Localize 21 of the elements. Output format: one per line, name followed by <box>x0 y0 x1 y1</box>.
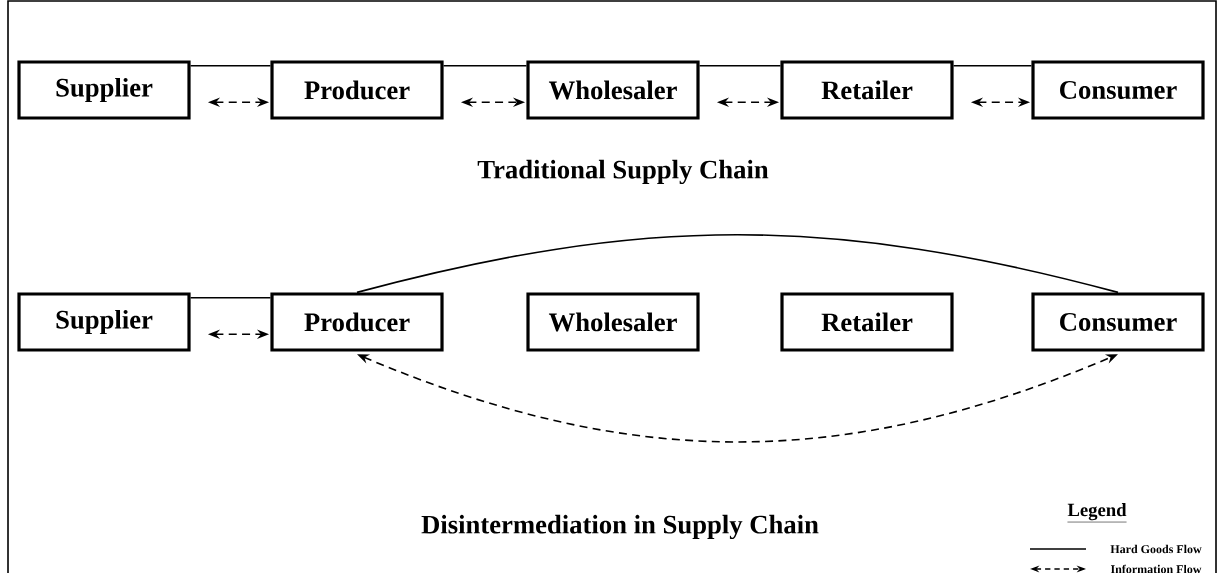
process-box: Consumer <box>1031 292 1205 352</box>
flow-line <box>356 234 1119 294</box>
caption-text: Disintermediation in Supply Chain <box>421 514 819 540</box>
flow-line <box>189 64 272 67</box>
process-box: Consumer <box>1031 60 1205 120</box>
process-box: Retailer <box>780 292 954 352</box>
caption-text: Traditional Supply Chain <box>477 159 769 185</box>
process-box: Wholesaler <box>526 292 700 352</box>
legend-heading: Legend <box>1067 503 1127 523</box>
legend-label: Hard Goods Flow <box>1110 544 1202 554</box>
process-box: Retailer <box>780 60 954 120</box>
flow-line <box>698 64 782 67</box>
flow-line <box>442 64 528 67</box>
flow-line <box>952 64 1033 67</box>
legend-label: Information Flow <box>1110 564 1202 573</box>
process-box: Wholesaler <box>526 60 700 120</box>
process-box: Producer <box>270 60 444 120</box>
process-box: Producer <box>270 292 444 352</box>
flow-line <box>189 296 272 299</box>
process-box: Supplier <box>17 292 191 352</box>
process-box: Supplier <box>17 60 191 120</box>
